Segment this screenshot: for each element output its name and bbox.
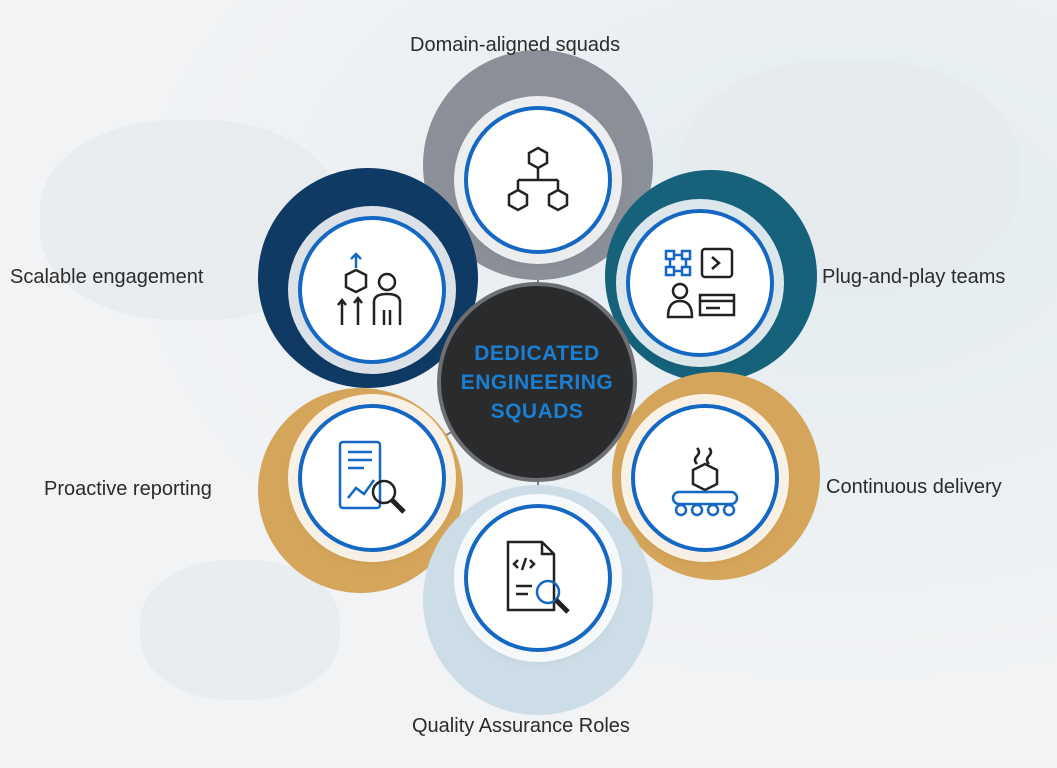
label-quality-assurance: Quality Assurance Roles: [412, 715, 630, 737]
code-review-icon: [506, 540, 570, 614]
node-proactive: [298, 404, 446, 552]
node-plug-and-play: [626, 209, 774, 357]
conveyor-box-icon: [671, 447, 739, 517]
world-map-shape: [140, 560, 340, 700]
modules-team-icon: [664, 247, 736, 319]
node-continuous: [631, 404, 779, 552]
node-domain-aligned: [464, 106, 612, 254]
node-quality: [464, 504, 612, 652]
label-proactive-reporting: Proactive reporting: [44, 478, 212, 500]
report-analysis-icon: [338, 440, 406, 514]
center-title-line: SQUADS: [490, 399, 584, 423]
center-title-line: DEDICATED: [474, 341, 600, 365]
node-scalable: [298, 216, 446, 364]
label-domain-aligned: Domain-aligned squads: [410, 34, 621, 56]
label-continuous-delivery: Continuous delivery: [826, 476, 1002, 498]
label-plug-and-play: Plug-and-play teams: [822, 266, 1006, 288]
center-title-line: ENGINEERING: [460, 370, 614, 394]
scaling-person-icon: [337, 252, 402, 325]
label-scalable-engagement: Scalable engagement: [10, 266, 204, 288]
hierarchy-cubes-icon: [507, 146, 569, 212]
center-hub: DEDICATED ENGINEERING SQUADS: [437, 282, 637, 482]
